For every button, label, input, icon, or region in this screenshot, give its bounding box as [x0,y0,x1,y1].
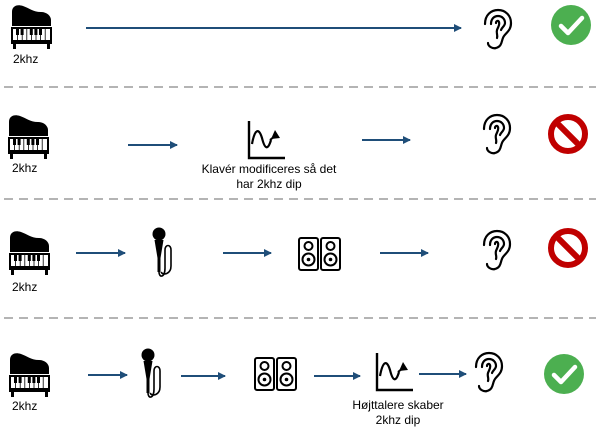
grand-piano-icon [8,230,51,276]
frequency-dip-icon [375,351,415,392]
step-note-line: Højttalere skaber [352,398,444,412]
speakers-icon [254,357,297,391]
grand-piano-icon [7,114,50,160]
grand-piano-icon [10,4,53,50]
grand-piano-icon [8,352,51,398]
source-label: 2khz [13,52,39,66]
checkmark-icon [544,354,584,394]
row-2 [7,113,585,160]
prohibited-icon [551,117,585,151]
checkmark-icon [551,5,591,45]
microphone-icon [151,226,172,277]
row-1 [10,4,591,50]
source-label: 2khz [12,161,38,175]
step-note: Klavér modificeres så det har 2khz dip [180,162,358,192]
microphone-icon [140,347,161,398]
row-3 [8,226,585,277]
ear-icon [474,351,504,393]
source-label: 2khz [12,280,38,294]
frequency-dip-icon [247,119,287,160]
prohibited-icon [551,231,585,265]
ear-icon [483,8,513,50]
ear-icon [482,113,512,155]
speakers-icon [298,237,341,271]
step-note: Højttalere skaber 2khz dip [330,398,466,428]
step-note-line: har 2khz dip [236,177,302,191]
ear-icon [482,229,512,271]
step-note-line: Klavér modificeres så det [201,162,337,176]
row-4 [8,347,584,398]
step-note-line: 2khz dip [375,413,421,427]
source-label: 2khz [12,399,38,413]
